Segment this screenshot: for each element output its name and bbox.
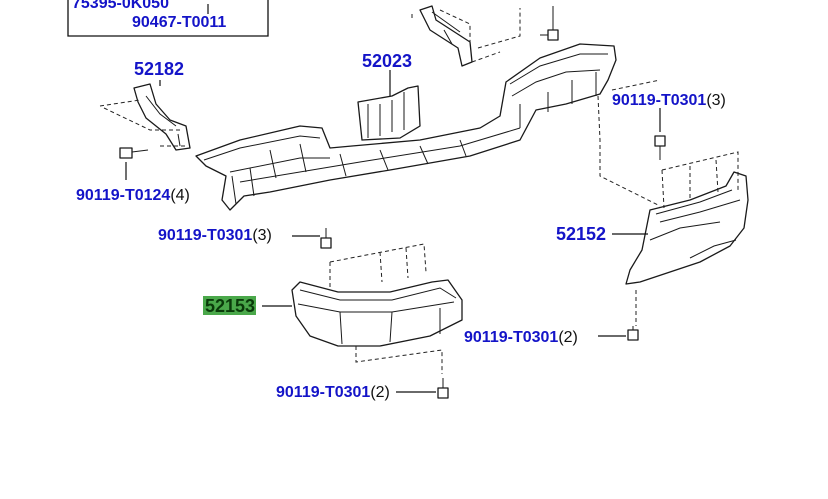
label-bolt-left[interactable]: 90119-T0124(4): [76, 187, 190, 204]
label-52023[interactable]: 52023: [362, 51, 412, 71]
extension-52152-part: [625, 135, 749, 341]
inset-part-number-2[interactable]: 90467-T0011: [132, 14, 226, 31]
bolt-icon: [540, 6, 559, 41]
extension-52153-part: [291, 228, 463, 399]
bolt-icon: [654, 135, 666, 160]
upper-bracket-part: [411, 5, 559, 67]
label-bolt-mid-left[interactable]: 90119-T0301(3): [158, 227, 272, 244]
reinforcement-52023-part: [195, 43, 661, 211]
leader-lines: [125, 70, 661, 393]
bolt-icon: [320, 228, 332, 249]
label-bolt-bottom[interactable]: 90119-T0301(2): [276, 384, 390, 401]
label-52152[interactable]: 52152: [556, 224, 606, 244]
highlight-box: [203, 296, 256, 315]
label-52153[interactable]: 52153: [205, 296, 255, 316]
bolt-icon: [119, 147, 149, 159]
bolt-icon: [627, 326, 639, 341]
inset-part-number-1[interactable]: 75395-0K050: [72, 0, 169, 12]
inset-part-box: 75395-0K050 90467-T0011: [67, 0, 269, 37]
bolt-icon: [437, 378, 449, 399]
label-bolt-mid-right[interactable]: 90119-T0301(2): [464, 329, 578, 346]
bracket-52182-part: [99, 83, 191, 159]
label-bolt-upper-right[interactable]: 90119-T0301(3): [612, 92, 726, 109]
label-52182[interactable]: 52182: [134, 59, 184, 79]
